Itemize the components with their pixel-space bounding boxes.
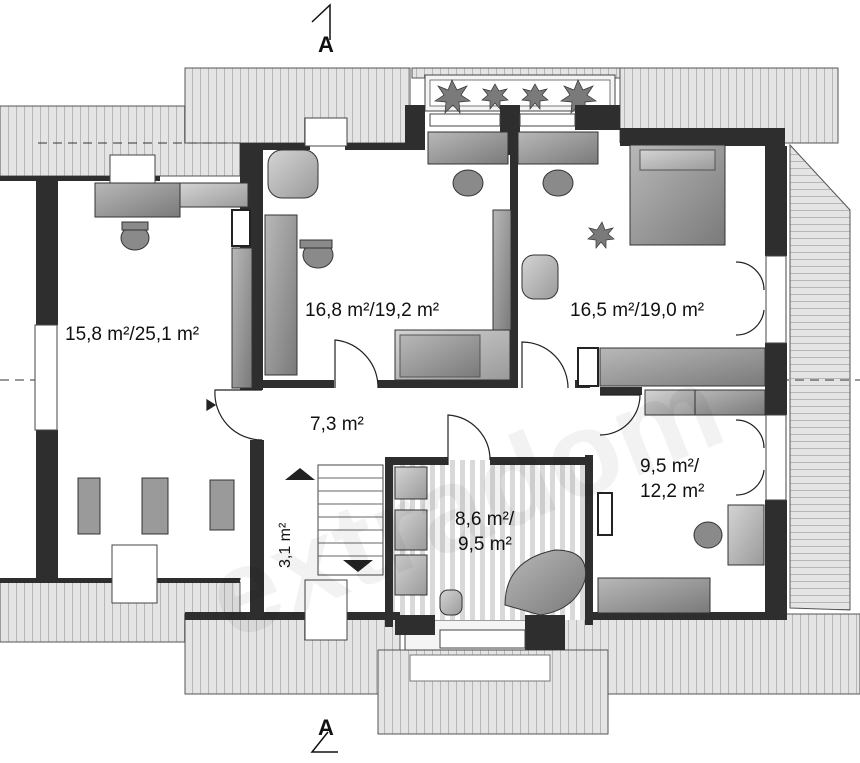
room-labels: 15,8 m²/25,1 m² 16,8 m²/19,2 m² 16,5 m²/…: [65, 300, 704, 568]
left-room-furniture: [77, 182, 253, 535]
bathroom-fixtures: [394, 466, 587, 616]
bedroom-small-area-label-line1: 9,5 m²/: [640, 456, 700, 477]
left-room-area-label: 15,8 m²/25,1 m²: [65, 324, 199, 345]
bedroom-furniture: [517, 131, 766, 387]
small-bedroom-furniture: [597, 389, 766, 614]
office-area-label: 16,8 m²/19,2 m²: [305, 300, 439, 321]
section-label-top: A: [318, 32, 334, 57]
windows: [34, 113, 787, 649]
bathroom-area-label-line2: 9,5 m²: [458, 534, 512, 555]
stairs-area-label: 3,1 m²: [277, 522, 294, 568]
bedroom-main-area-label: 16,5 m²/19,0 m²: [570, 300, 704, 321]
stairs: [285, 464, 384, 576]
walls: [0, 105, 787, 650]
section-mark-bottom: A: [310, 715, 338, 753]
doors: [206, 261, 765, 496]
office-furniture: [264, 131, 512, 381]
section-label-bottom: A: [318, 715, 334, 740]
bedroom-small-area-label-line2: 12,2 m²: [640, 481, 704, 502]
section-mark-top: A: [311, 3, 334, 57]
bathroom-area-label-line1: 8,6 m²/: [455, 509, 515, 530]
hall-area-label: 7,3 m²: [310, 414, 364, 435]
